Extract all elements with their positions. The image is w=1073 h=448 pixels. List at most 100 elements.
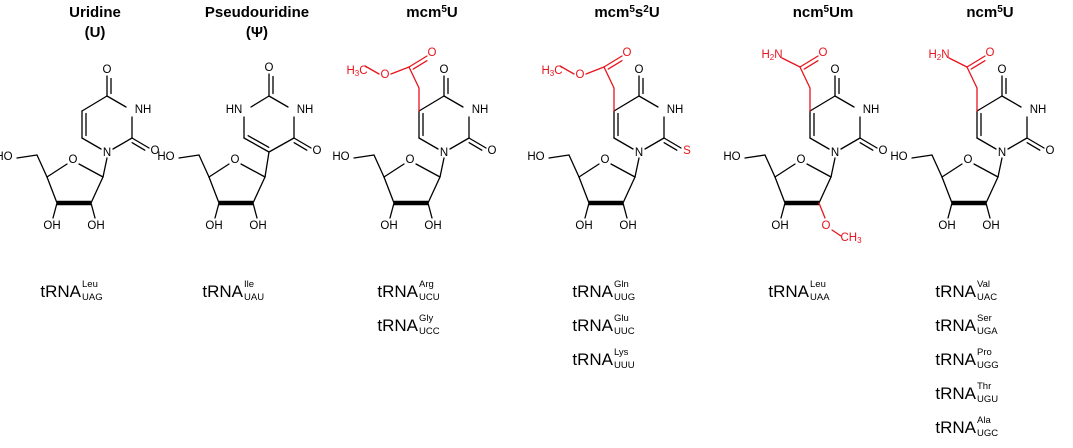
- bond-c3-c2-bold: [785, 200, 819, 206]
- bond-glycosidic: [997, 157, 1003, 178]
- bond-o4-c4: [383, 163, 405, 178]
- bond-n3-c4: [834, 95, 855, 108]
- bond-c1-o4: [610, 163, 636, 178]
- bond-c2-o: [1026, 137, 1045, 149]
- bond-glycosidic: [830, 157, 836, 178]
- anticodon-subscript: UUG: [614, 292, 635, 303]
- bond-c3-c2-bold: [394, 200, 428, 206]
- bond-n1-c2: [1007, 137, 1028, 150]
- amino-acid-superscript: Val: [977, 279, 990, 290]
- bond-n3-c2: [268, 95, 289, 108]
- bond-c6-n1: [81, 137, 102, 150]
- amino-acid-superscript: Pro: [977, 347, 992, 358]
- hydroxyl-2prime-label: OH: [619, 220, 636, 232]
- oxygen-label: O: [103, 64, 112, 76]
- bond-c6-c5: [243, 137, 270, 153]
- ring-oxygen-label: O: [601, 154, 610, 166]
- trna-name: tRNA: [377, 282, 418, 301]
- bond-c5prime-o: [548, 154, 570, 159]
- methyl-label: H3C: [541, 65, 562, 78]
- bond-n1-c2: [644, 137, 665, 150]
- bond-c4-c5prime: [568, 154, 580, 178]
- bond-o4-c4: [208, 163, 230, 178]
- bond-c5prime-o: [744, 154, 766, 159]
- hydroxyl-5prime-label: HO: [0, 151, 13, 163]
- oxygen-label: O: [635, 64, 644, 76]
- bond-c-o: [408, 55, 428, 68]
- compound-title: ncm5U: [966, 4, 1013, 21]
- amine-label: H2N: [761, 49, 782, 62]
- bond-ch2-c: [408, 66, 420, 89]
- bond-c3-oh: [214, 202, 220, 219]
- nh-label: NH: [667, 104, 684, 116]
- oxygen-label: O: [440, 64, 449, 76]
- bond-n1-c2: [840, 137, 861, 150]
- bond-n3-c4: [638, 95, 659, 108]
- amino-acid-superscript: Gln: [614, 279, 629, 290]
- bond-c6-c5-second: [247, 135, 270, 148]
- oxygen-label: O: [831, 64, 840, 76]
- ring-oxygen-label: O: [797, 154, 806, 166]
- bond-c2-o: [818, 202, 826, 219]
- compound-title: mcm5s2U: [594, 4, 659, 21]
- bond-c3-c2-bold: [57, 200, 91, 206]
- bond-o-ch3: [831, 229, 842, 237]
- amino-acid-superscript: Ala: [977, 415, 991, 426]
- anticodon-subscript: UGG: [977, 360, 999, 371]
- bond-n3-c4: [1001, 95, 1022, 108]
- bond-c2-s: [663, 137, 682, 149]
- bond-c3-c2-bold: [952, 200, 986, 206]
- bond-c2-c1: [818, 176, 832, 204]
- bond-c4-c3: [208, 176, 220, 204]
- n1-label: N: [103, 147, 111, 159]
- anticodon-subscript: UUU: [614, 360, 635, 371]
- bond-c6-n1: [418, 137, 439, 150]
- hydroxyl-5prime-label: HO: [332, 151, 349, 163]
- trna-name: tRNA: [935, 316, 976, 335]
- bond-o-ch3: [364, 65, 380, 75]
- bond-o4-c4: [774, 163, 796, 178]
- compound-title: mcm5U: [406, 4, 457, 21]
- bond-o4-c4: [941, 163, 963, 178]
- nh-label: NH: [472, 104, 489, 116]
- ring-oxygen-label: O: [231, 154, 240, 166]
- methoxy-methyl-label: CH3: [840, 232, 862, 245]
- bond-c4-c5prime: [198, 154, 210, 178]
- bond-c4-o-second: [293, 142, 308, 151]
- nh-label: NH: [1030, 104, 1047, 116]
- compound-uridine: Uridine(U)NNHOOOHOOHOHtRNALeuUAG: [0, 4, 160, 303]
- amino-acid-superscript: Ser: [977, 313, 992, 324]
- ring-oxygen-label: O: [69, 154, 78, 166]
- carbonyl-oxygen-label: O: [623, 47, 632, 59]
- bond-c4-c5: [976, 95, 1003, 112]
- oxygen-label: O: [488, 145, 497, 157]
- compound-abbreviation: (U): [85, 24, 106, 41]
- amino-acid-superscript: Ile: [244, 279, 254, 290]
- bond-c4-c5: [809, 95, 836, 112]
- bond-c6-n1: [613, 137, 634, 150]
- trna-name: tRNA: [572, 350, 613, 369]
- bond-c-o-ester: [585, 66, 605, 75]
- oxygen-label: O: [313, 145, 322, 157]
- anticodon-subscript: UAU: [244, 292, 264, 303]
- bond-c1-o4: [415, 163, 441, 178]
- hydroxyl-5prime-label: HO: [157, 151, 174, 163]
- bond-c2-oh: [985, 202, 991, 219]
